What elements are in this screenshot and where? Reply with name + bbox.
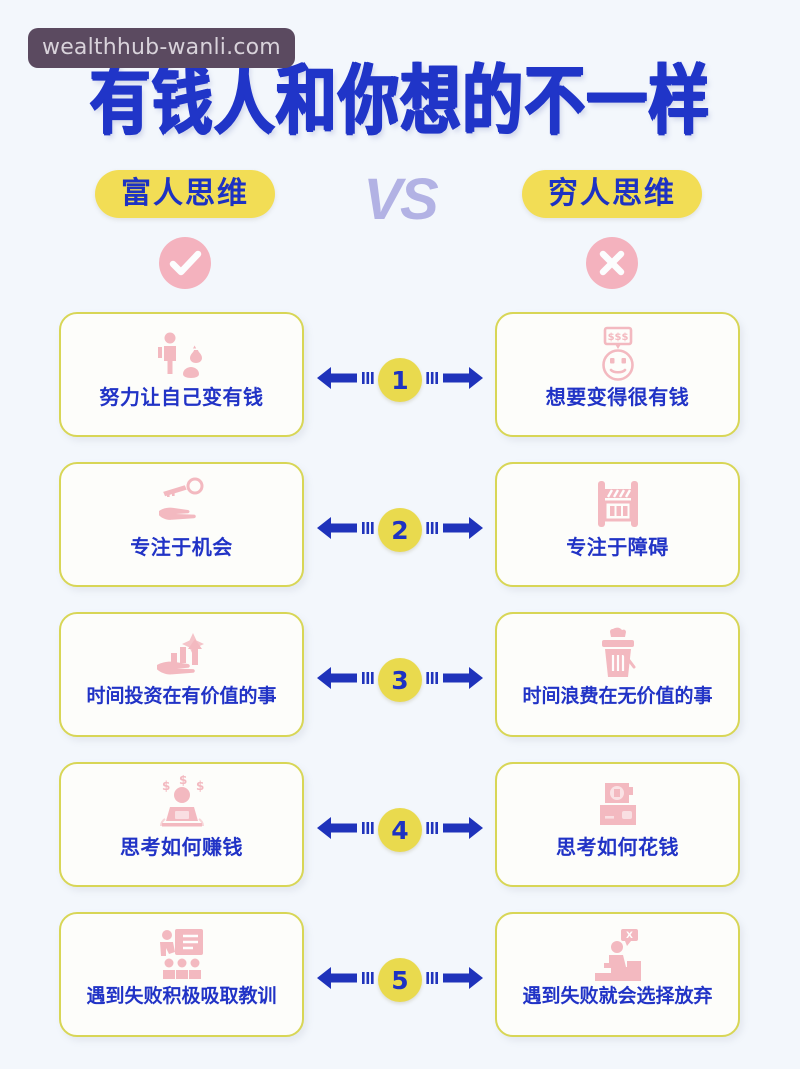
comparison-row: 时间投资在有价值的事 3 — [0, 606, 800, 756]
card-label: 想要变得很有钱 — [545, 385, 690, 409]
arrow-right-icon — [425, 365, 483, 396]
verdict-row — [0, 237, 800, 297]
rich-card[interactable]: 遇到失败积极吸取教训 — [59, 912, 304, 1037]
card-label: 思考如何赚钱 — [120, 835, 243, 859]
arrow-left-icon — [317, 815, 375, 846]
comparison-row: 遇到失败积极吸取教训 5 — [0, 906, 800, 1056]
page-title: 有钱人和你想的不一样 — [89, 55, 711, 145]
arrow-left-icon — [317, 365, 375, 396]
card-label: 专注于机会 — [130, 535, 233, 559]
classroom-learning-icon — [151, 923, 213, 985]
hand-growth-chart-icon — [151, 623, 213, 685]
arrow-right-icon — [425, 965, 483, 996]
poor-card[interactable]: 时间浪费在无价值的事 — [495, 612, 740, 737]
title-container: 有钱人和你想的不一样 — [0, 62, 800, 139]
rich-card[interactable]: 努力让自己变有钱 — [59, 312, 304, 437]
hand-key-icon — [151, 473, 213, 535]
check-circle-icon — [159, 237, 211, 289]
arrow-left-icon — [317, 515, 375, 546]
person-money-bags-icon — [151, 323, 213, 385]
x-circle-icon — [586, 237, 638, 289]
wallet-icon — [587, 773, 649, 835]
comparison-header: 富人思维 VS 穷人思维 — [0, 167, 800, 240]
rich-card[interactable]: $ $ $ 思考如何赚钱 — [59, 762, 304, 887]
card-label: 思考如何花钱 — [556, 835, 679, 859]
row-connector: 3 — [310, 650, 490, 710]
svg-text:X: X — [626, 931, 633, 941]
arrow-right-icon — [425, 515, 483, 546]
comparison-row: $ $ $ 思考如何赚钱 4 — [0, 756, 800, 906]
step-number-badge: 4 — [378, 808, 422, 852]
rich-card[interactable]: 时间投资在有价值的事 — [59, 612, 304, 737]
person-laptop-dollar-icon: $ $ $ — [151, 773, 213, 835]
row-connector: 1 — [310, 350, 490, 410]
poor-card[interactable]: $$$ 想要变得很有钱 — [495, 312, 740, 437]
svg-text:$: $ — [162, 779, 170, 793]
smiley-dollar-bubble-icon: $$$ — [587, 323, 649, 385]
card-label: 时间投资在有价值的事 — [86, 685, 277, 707]
svg-text:$: $ — [179, 775, 187, 787]
trash-can-icon — [587, 623, 649, 685]
rich-card[interactable]: 专注于机会 — [59, 462, 304, 587]
poor-card[interactable]: X 遇到失败就会选择放弃 — [495, 912, 740, 1037]
svg-text:$$$: $$$ — [607, 332, 628, 343]
arrow-left-icon — [317, 965, 375, 996]
comparison-row: 专注于机会 2 — [0, 456, 800, 606]
row-connector: 4 — [310, 800, 490, 860]
person-sitting-stairs-icon: X — [587, 923, 649, 985]
barrier-fence-icon — [587, 473, 649, 535]
poor-mindset-pill: 穷人思维 — [522, 170, 702, 218]
arrow-right-icon — [425, 815, 483, 846]
card-label: 时间浪费在无价值的事 — [522, 685, 713, 707]
rich-mindset-pill: 富人思维 — [95, 170, 275, 218]
arrow-left-icon — [317, 665, 375, 696]
step-number-badge: 2 — [378, 508, 422, 552]
card-label: 遇到失败就会选择放弃 — [522, 985, 713, 1007]
comparison-row: 努力让自己变有钱 1 — [0, 306, 800, 456]
card-label: 遇到失败积极吸取教训 — [86, 985, 277, 1007]
step-number-badge: 3 — [378, 658, 422, 702]
poor-card[interactable]: 专注于障碍 — [495, 462, 740, 587]
row-connector: 5 — [310, 950, 490, 1010]
card-label: 努力让自己变有钱 — [99, 385, 264, 409]
step-number-badge: 5 — [378, 958, 422, 1002]
card-label: 专注于障碍 — [566, 535, 669, 559]
poor-card[interactable]: 思考如何花钱 — [495, 762, 740, 887]
svg-text:$: $ — [196, 779, 204, 793]
arrow-right-icon — [425, 665, 483, 696]
comparison-rows: 努力让自己变有钱 1 — [0, 306, 800, 1056]
step-number-badge: 1 — [378, 358, 422, 402]
site-watermark: wealthhub-wanli.com — [28, 28, 295, 68]
vs-label: VS — [363, 167, 438, 232]
row-connector: 2 — [310, 500, 490, 560]
